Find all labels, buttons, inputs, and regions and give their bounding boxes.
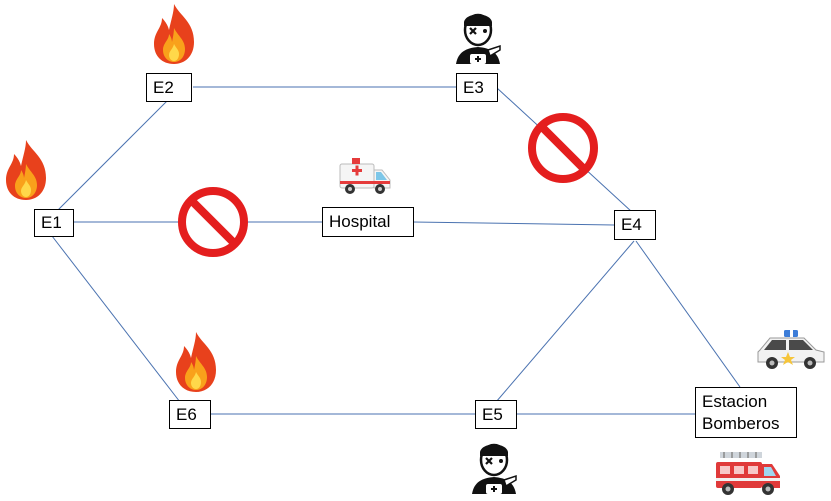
node-e6: E6 (169, 400, 211, 429)
injured-person-icon (454, 13, 502, 66)
node-e3: E3 (456, 73, 498, 102)
edge-e4-e5 (495, 240, 635, 403)
edge-e1-e6 (51, 235, 181, 403)
fire-icon (154, 4, 194, 64)
node-hospital: Hospital (322, 207, 414, 237)
fire-truck-icon (715, 451, 781, 496)
ambulance-icon (339, 157, 391, 195)
no-entry-icon (182, 191, 244, 253)
node-e2: E2 (146, 73, 192, 102)
node-e5: E5 (475, 400, 517, 429)
police-car-icon (757, 329, 825, 370)
fire-icon (176, 332, 216, 392)
fire-icon (6, 140, 46, 200)
node-estacion-bomberos: Estacion Bomberos (695, 387, 797, 438)
node-e4: E4 (614, 210, 656, 240)
injured-person-icon (470, 443, 518, 496)
no-entry-icon (532, 117, 594, 179)
edge-e4-estacion (635, 240, 741, 388)
edge-e1-e2 (56, 100, 168, 212)
node-e1: E1 (34, 209, 74, 237)
edge-hospital-e4 (412, 221, 615, 226)
edges (51, 86, 741, 415)
